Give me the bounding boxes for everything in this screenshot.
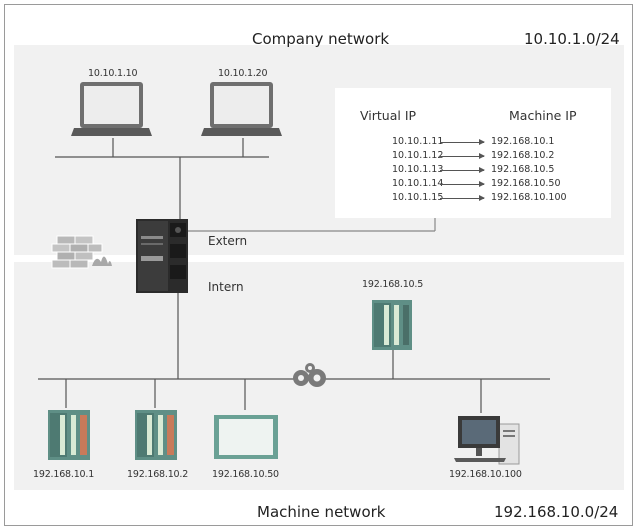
- machine-bus: [38, 292, 550, 413]
- nat-machine-ip: 192.168.10.50: [491, 178, 561, 189]
- machine-network-title: Machine network: [257, 503, 386, 521]
- device-ip-label: 192.168.10.50: [212, 469, 279, 480]
- nat-virtual-ip: 10.10.1.11: [392, 136, 444, 147]
- nat-row: 10.10.1.12 192.168.10.2: [335, 150, 611, 164]
- firewall-icon: [51, 235, 112, 269]
- gears-icon: [293, 363, 326, 387]
- nat-virtual-ip: 10.10.1.13: [392, 164, 444, 175]
- nat-row: 10.10.1.15 192.168.10.100: [335, 192, 611, 206]
- machine-ip-header: Machine IP: [509, 108, 577, 123]
- nat-machine-ip: 192.168.10.2: [491, 150, 555, 161]
- plc-icon: [135, 410, 177, 460]
- hmi-panel-icon: [214, 415, 278, 459]
- arrow-icon: [440, 167, 485, 173]
- laptop-icon: [71, 82, 152, 136]
- nat-machine-ip: 192.168.10.5: [491, 164, 555, 175]
- arrow-icon: [440, 181, 485, 187]
- router-icon: [136, 219, 188, 293]
- workstation-icon: [454, 416, 520, 465]
- device-ip-label: 192.168.10.100: [449, 469, 522, 480]
- nat-table: Virtual IP Machine IP 10.10.1.11 192.168…: [335, 88, 611, 218]
- nat-virtual-ip: 10.10.1.15: [392, 192, 444, 203]
- laptop-ip-label: 10.10.1.10: [88, 68, 138, 79]
- nat-row: 10.10.1.14 192.168.10.50: [335, 178, 611, 192]
- virtual-ip-header: Virtual IP: [360, 108, 417, 123]
- machine-subnet: 192.168.10.0/24: [494, 503, 619, 521]
- extern-label: Extern: [208, 234, 248, 248]
- device-ip-label: 192.168.10.1: [33, 469, 95, 480]
- company-bus: [55, 138, 269, 226]
- company-subnet: 10.10.1.0/24: [524, 30, 620, 48]
- laptop-icon: [201, 82, 282, 136]
- arrow-icon: [440, 139, 485, 145]
- plc-icon: [48, 410, 90, 460]
- nat-machine-ip: 192.168.10.100: [491, 192, 567, 203]
- intern-label: Intern: [208, 280, 244, 294]
- arrow-icon: [440, 153, 485, 159]
- laptop-ip-label: 10.10.1.20: [218, 68, 268, 79]
- device-ip-label: 192.168.10.5: [362, 279, 424, 290]
- nat-virtual-ip: 10.10.1.12: [392, 150, 444, 161]
- nat-machine-ip: 192.168.10.1: [491, 136, 555, 147]
- device-ip-label: 192.168.10.2: [127, 469, 189, 480]
- nat-row: 10.10.1.11 192.168.10.1: [335, 136, 611, 150]
- nat-virtual-ip: 10.10.1.14: [392, 178, 444, 189]
- nat-row: 10.10.1.13 192.168.10.5: [335, 164, 611, 178]
- plc-icon: [372, 300, 412, 350]
- company-network-title: Company network: [252, 30, 390, 48]
- arrow-icon: [440, 195, 485, 201]
